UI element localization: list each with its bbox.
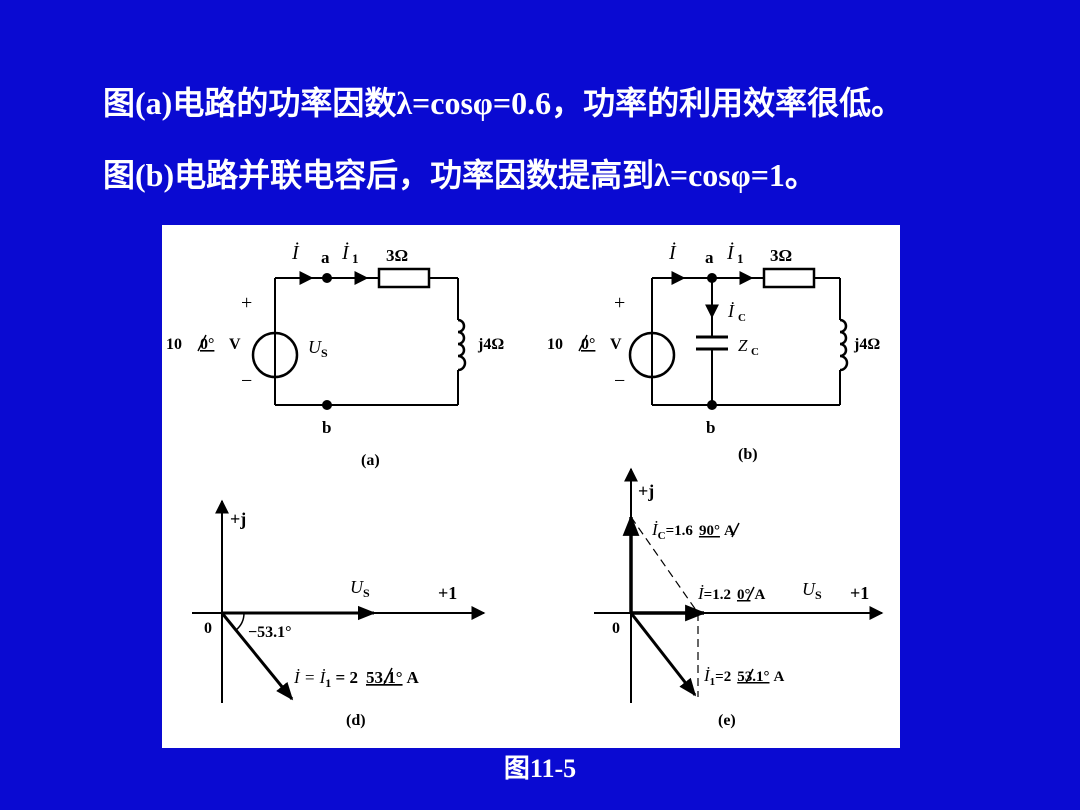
figure-svg: İ a İ 1 3Ω j4Ω + − 10 0° V U S b (a) xyxy=(166,241,884,729)
phasor-d-current-eq: İ = İ1 = 2 53.1°A xyxy=(293,668,420,690)
phasor-e-i-unit: A xyxy=(754,587,765,603)
phasor-e-ic-unit: A xyxy=(724,523,735,539)
phasor-d-current-eq-angle: 53.1° xyxy=(366,668,403,687)
circuit-a-source-symbol-sub: S xyxy=(321,346,328,360)
circuit-a-source-symbol: U xyxy=(308,337,322,357)
circuit-b-source-angle: 0° xyxy=(581,336,595,353)
phasor-d-voltage-sub: S xyxy=(363,586,370,600)
phasor-d-current-eq-sub: 1 xyxy=(325,676,331,690)
circuit-a-wires xyxy=(274,277,459,406)
circuit-b-cap-current-label: İ xyxy=(727,301,735,321)
phasor-d-imag-axis-label: +j xyxy=(230,509,246,529)
circuit-a-inductor xyxy=(457,318,467,372)
phasor-e-i1-prefix: İ xyxy=(703,666,711,685)
circuit-b-node-b-label: b xyxy=(706,418,715,437)
circuit-b-cap-impedance-label: Z xyxy=(738,336,748,355)
circuit-b-source-value: 10 xyxy=(547,336,563,353)
circuit-a-plus: + xyxy=(241,292,252,314)
heading-line-1: 图(a)电路的功率因数λ=cosφ=0.6，功率的利用效率很低。 xyxy=(103,85,904,121)
phasor-e-dashed-diagonal xyxy=(630,516,699,614)
circuit-b-source-unit: V xyxy=(610,336,622,353)
phasor-e-voltage-label: U xyxy=(802,579,816,599)
circuit-a-minus: − xyxy=(241,370,252,392)
circuit-b-current-label: İ xyxy=(668,241,677,264)
figure-caption: 图11-5 xyxy=(503,754,577,783)
circuit-b-inductor xyxy=(839,318,849,372)
heading-line-2: 图(b)电路并联电容后，功率因数提高到λ=cosφ=1。 xyxy=(103,157,817,193)
phasor-d-angle-label: −53.1° xyxy=(248,624,292,641)
circuit-b-branch-current-sub: 1 xyxy=(737,251,744,266)
circuit-b-cap-impedance-sub: C xyxy=(751,346,759,358)
phasor-d-origin-label: 0 xyxy=(204,620,212,637)
phasor-e-ic-angle-mark xyxy=(731,522,740,538)
phasor-e-i-value: =1.2 xyxy=(704,587,731,603)
phasor-e-i1-sub: 1 xyxy=(710,676,716,688)
phasor-d-angle-mark xyxy=(383,667,393,685)
phasor-d-label: (d) xyxy=(346,712,366,729)
circuit-a-current-label: İ xyxy=(291,241,300,264)
circuit-a-inductor-label: j4Ω xyxy=(477,336,504,353)
circuit-a-branch-current-label: İ xyxy=(341,241,350,264)
phasor-e-label: (e) xyxy=(718,712,736,729)
phasor-e-i1-label: İ1=2 53.1°A xyxy=(703,666,784,688)
phasor-e-i1-value: =2 xyxy=(715,669,731,685)
phasor-d-current-eq-prefix: İ = İ xyxy=(293,668,327,687)
phasor-e-i-angle-mark xyxy=(746,586,755,602)
phasor-e-i-prefix: İ xyxy=(697,584,705,603)
circuit-a-source-unit: V xyxy=(229,336,241,353)
circuit-a-node-b-label: b xyxy=(322,418,331,437)
phasor-e-ic-sub: C xyxy=(658,530,666,542)
circuit-a-resistor xyxy=(377,267,431,289)
phasor-e-origin-label: 0 xyxy=(612,620,620,637)
phasor-e-i-angle: 0° xyxy=(737,587,751,603)
circuit-b-resistor-label: 3Ω xyxy=(770,246,792,265)
phasor-e-ic-prefix: İ xyxy=(651,520,659,539)
phasor-d: +j +1 0 U S −53.1° İ = İ1 = 2 53.1°A (d) xyxy=(192,499,486,729)
circuit-b-inductor-label: j4Ω xyxy=(853,336,880,353)
phasor-d-current-eq-unit: A xyxy=(407,668,420,687)
figure-panel: İ a İ 1 3Ω j4Ω + − 10 0° V U S b (a) xyxy=(162,225,900,748)
circuit-a-node-b xyxy=(322,400,332,410)
phasor-e-i1-angle-mark xyxy=(745,668,754,684)
phasor-e-ic-angle: 90° xyxy=(699,523,720,539)
circuit-b-node-b xyxy=(707,400,717,410)
phasor-e-ic-value: =1.6 xyxy=(666,523,694,539)
phasor-e-voltage-sub: S xyxy=(815,588,822,602)
phasor-e-ic-label: İC=1.6 90°A xyxy=(651,520,735,542)
circuit-b-plus: + xyxy=(614,292,625,314)
phasor-d-real-axis-label: +1 xyxy=(438,583,457,603)
phasor-d-current-eq-value: = 2 xyxy=(331,668,358,687)
circuit-b-branch-current-label: İ xyxy=(726,241,735,264)
circuit-a-resistor-label: 3Ω xyxy=(386,246,408,265)
phasor-e-i1-unit: A xyxy=(773,669,784,685)
phasor-e-i1-phasor xyxy=(629,612,697,697)
circuit-b: İ a İ 1 3Ω j4Ω İ C Z C + − 10 0° V b (b) xyxy=(547,241,880,463)
circuit-a-source-angle: 0° xyxy=(200,336,214,353)
circuit-a: İ a İ 1 3Ω j4Ω + − 10 0° V U S b (a) xyxy=(166,241,504,469)
phasor-d-voltage-label: U xyxy=(350,577,364,597)
circuit-a-branch-current-sub: 1 xyxy=(352,251,359,266)
circuit-a-angle-mark xyxy=(197,334,207,352)
circuit-a-node-a xyxy=(322,273,332,283)
circuit-b-minus: − xyxy=(614,370,625,392)
circuit-b-cap-current-sub: C xyxy=(738,312,746,324)
circuit-a-label: (a) xyxy=(361,452,380,469)
phasor-d-current-phasor xyxy=(220,612,294,701)
phasor-e-real-axis-label: +1 xyxy=(850,583,869,603)
circuit-a-node-a-label: a xyxy=(321,248,330,267)
phasor-e-i1-angle: 53.1° xyxy=(737,669,769,685)
circuit-a-source-value: 10 xyxy=(166,336,182,353)
circuit-b-node-a-label: a xyxy=(705,248,714,267)
phasor-e-imag-axis-label: +j xyxy=(638,481,654,501)
circuit-b-angle-mark xyxy=(578,334,588,352)
phasor-e-i-label: İ=1.2 0°A xyxy=(697,584,765,603)
circuit-b-resistor xyxy=(762,267,816,289)
circuit-b-node-a xyxy=(707,273,717,283)
phasor-d-angle-arc xyxy=(235,612,245,631)
circuit-b-label: (b) xyxy=(738,446,758,463)
